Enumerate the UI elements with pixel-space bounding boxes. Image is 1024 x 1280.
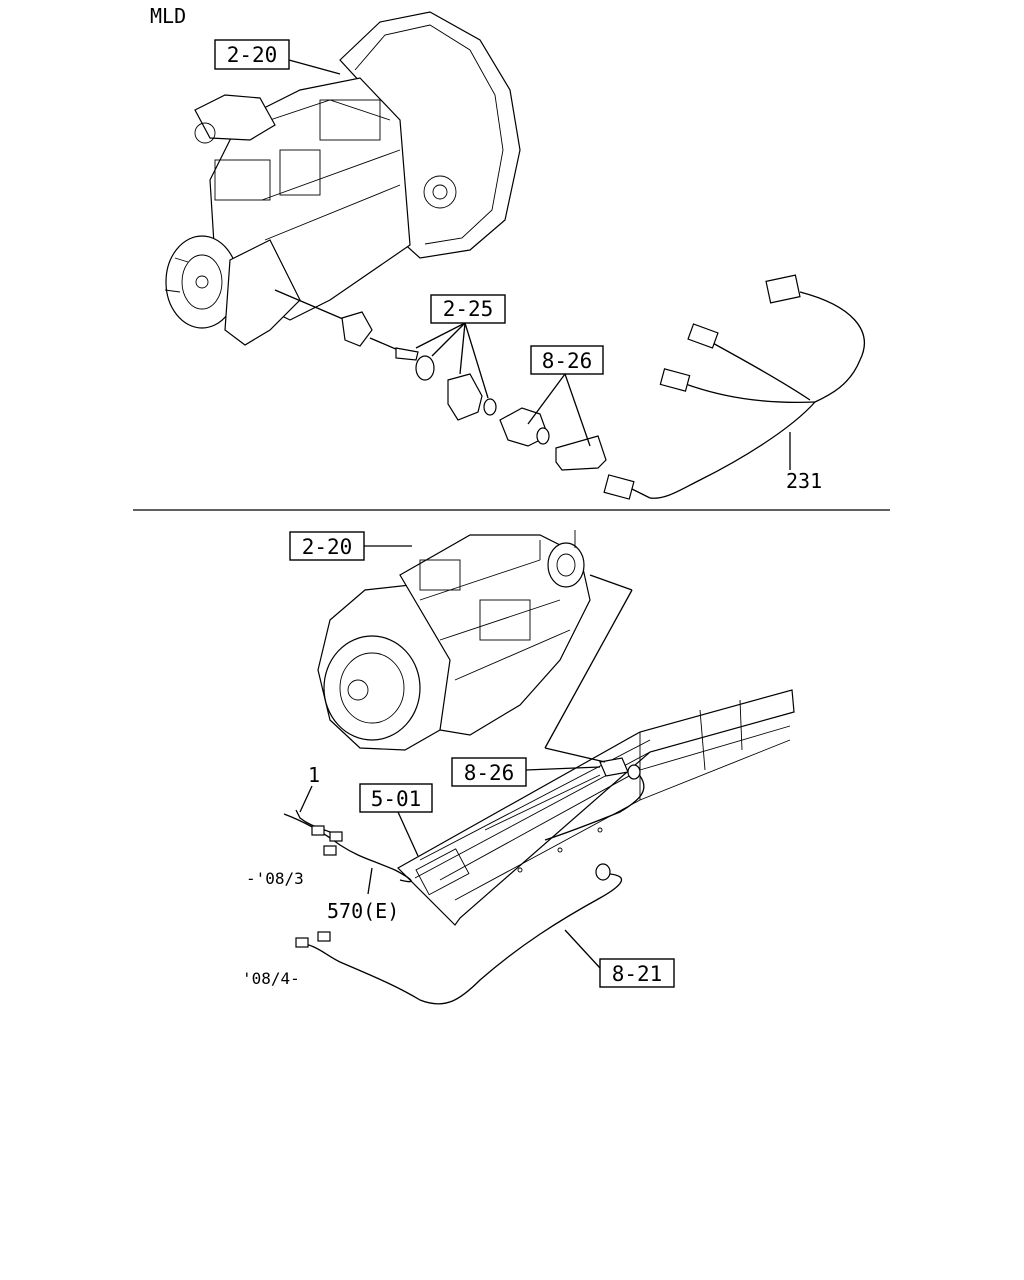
lower-label-serial-before: -'08/3	[246, 869, 304, 888]
upper-label-231: 231	[786, 469, 822, 493]
lower-callout-8-21-label: 8-21	[612, 962, 663, 986]
lower-callout-5-01-label: 5-01	[371, 787, 422, 811]
lower-harness-570	[283, 785, 412, 895]
lower-callout-8-21: 8-21	[564, 929, 675, 988]
upper-transmission-drawing	[164, 11, 521, 346]
lower-callout-2-20-label: 2-20	[302, 535, 353, 559]
lower-label-item-1: 1	[308, 763, 320, 787]
lower-callout-8-26-label: 8-26	[464, 761, 515, 785]
upper-callout-8-26: 8-26	[527, 345, 604, 447]
lower-label-570e: 570(E)	[327, 899, 399, 923]
lower-callout-5-01: 5-01	[359, 783, 433, 857]
upper-callout-2-20-label: 2-20	[227, 43, 278, 67]
upper-callout-2-25: 2-25	[415, 294, 506, 399]
lower-callout-8-26: 8-26	[451, 757, 601, 787]
upper-speed-sensor	[499, 407, 607, 471]
upper-callout-8-26-label: 8-26	[542, 349, 593, 373]
lower-label-serial-after: '08/4-	[242, 969, 300, 988]
upper-harness-231	[603, 274, 865, 500]
lower-speed-sensor	[544, 574, 645, 841]
upper-callout-2-25-label: 2-25	[443, 297, 494, 321]
lower-callout-2-20: 2-20	[289, 531, 412, 561]
upper-callout-2-20: 2-20	[214, 39, 341, 75]
lower-transmission-drawing	[317, 530, 591, 751]
lower-harness-8-21	[295, 863, 622, 1005]
upper-speedometer-parts	[274, 289, 497, 421]
model-code: MLD	[150, 4, 186, 28]
